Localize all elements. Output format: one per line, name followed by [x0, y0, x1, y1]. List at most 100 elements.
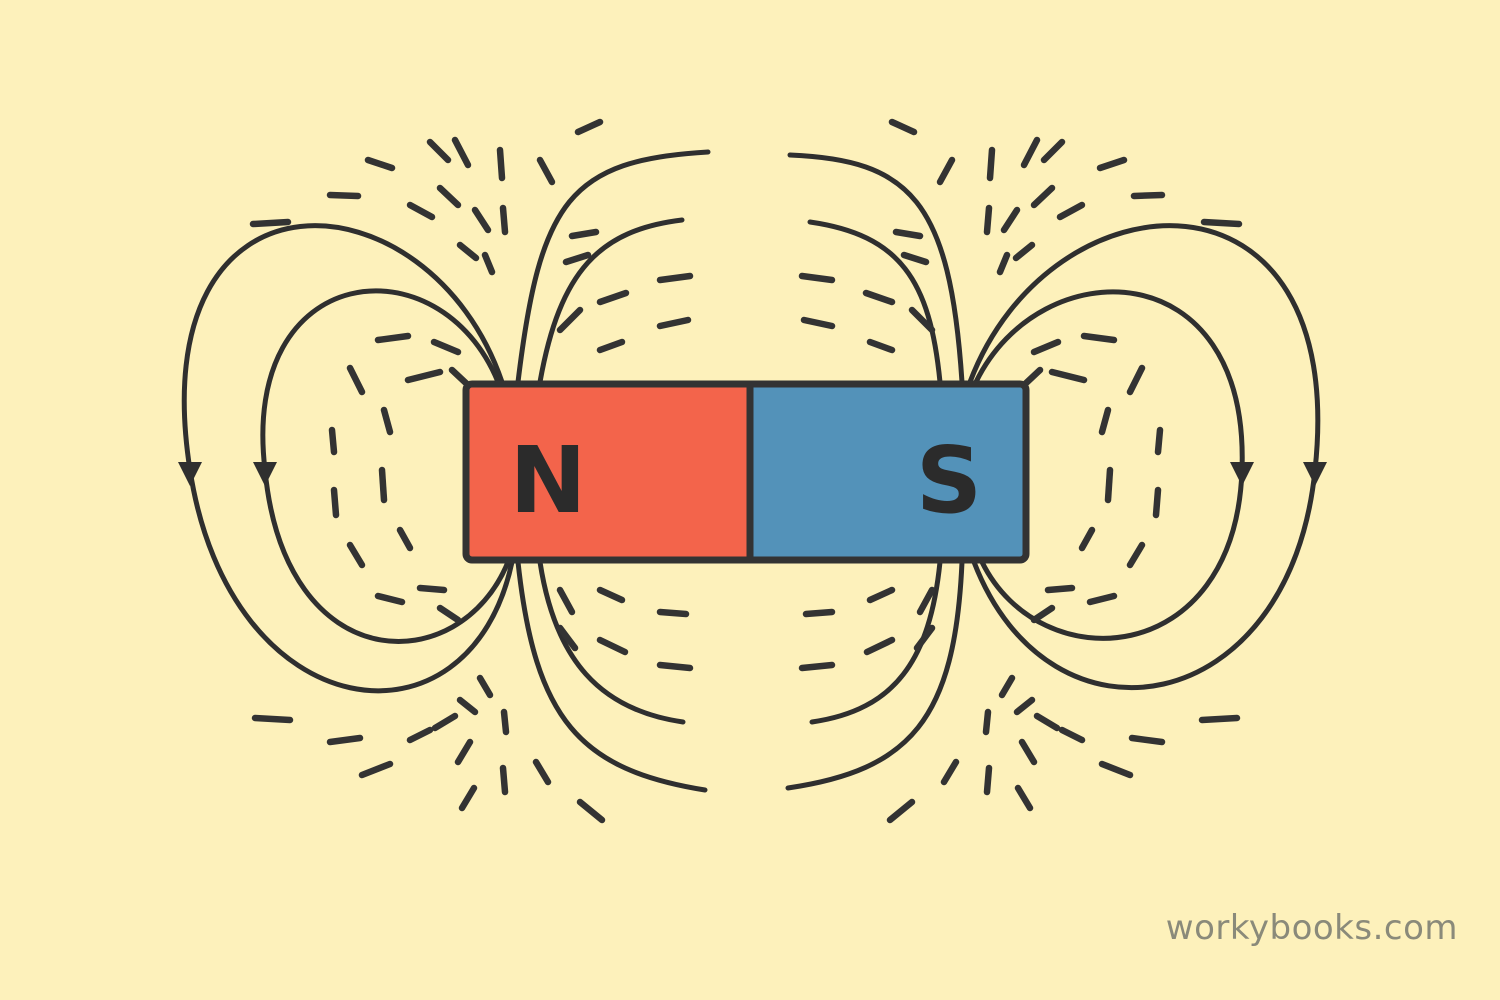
iron-filing — [406, 201, 436, 221]
field-line — [809, 559, 943, 725]
iron-filing — [1020, 366, 1044, 389]
north-pole — [466, 384, 750, 560]
iron-filing — [249, 218, 292, 228]
iron-filing — [326, 191, 362, 200]
iron-filing — [986, 146, 996, 182]
iron-filing — [1014, 784, 1034, 812]
field-line — [515, 149, 711, 385]
iron-filing — [596, 586, 626, 604]
iron-filing — [456, 241, 480, 262]
iron-filing — [596, 636, 629, 656]
iron-filing — [556, 306, 584, 334]
arrowhead-down — [1303, 462, 1327, 486]
iron-filing — [346, 364, 366, 396]
iron-filing — [404, 368, 444, 384]
iron-filing — [886, 798, 916, 824]
iron-filing — [863, 636, 896, 656]
iron-filing — [436, 184, 462, 209]
iron-filing — [916, 586, 936, 616]
iron-filing — [1198, 714, 1241, 724]
iron-filing — [1154, 426, 1164, 456]
iron-filing — [406, 726, 434, 744]
magnet-outline — [462, 380, 1030, 564]
iron-filing — [1012, 241, 1036, 262]
iron-filing — [396, 526, 414, 552]
iron-filing — [499, 764, 509, 796]
south-pole — [750, 384, 1026, 560]
field-line — [807, 219, 943, 385]
iron-filing — [1080, 332, 1118, 344]
iron-filing — [982, 708, 992, 736]
iron-filing — [996, 251, 1011, 276]
iron-filing — [431, 712, 459, 732]
iron-filing — [536, 156, 556, 186]
iron-filings — [249, 118, 1243, 824]
iron-filing — [1058, 726, 1086, 744]
iron-filing — [380, 406, 394, 436]
iron-filing — [1152, 486, 1162, 519]
iron-filing — [798, 661, 836, 672]
iron-filing — [1018, 738, 1038, 766]
iron-filing — [936, 156, 956, 186]
iron-filing — [656, 316, 692, 330]
iron-filing — [983, 204, 993, 236]
iron-filing — [251, 714, 294, 724]
iron-filing — [374, 332, 412, 344]
iron-filing — [1000, 206, 1021, 234]
iron-filing — [998, 674, 1016, 699]
iron-filing — [862, 289, 896, 306]
iron-filing — [532, 758, 552, 786]
iron-filing — [892, 228, 924, 240]
iron-filing — [500, 708, 510, 736]
bar-magnet: N S — [462, 380, 1030, 564]
iron-filing — [430, 338, 462, 356]
iron-filing — [1098, 760, 1134, 779]
north-pole-label: N — [510, 427, 587, 534]
arrowhead-down — [178, 462, 202, 486]
iron-filing — [1030, 184, 1056, 209]
direction-arrows — [178, 462, 1327, 486]
iron-filing — [1200, 218, 1243, 228]
iron-filing — [900, 251, 930, 266]
field-line — [787, 152, 965, 385]
iron-filing — [596, 338, 626, 354]
field-line — [537, 217, 685, 385]
iron-filing — [476, 674, 494, 699]
field-line — [967, 223, 1321, 690]
iron-filing — [983, 764, 993, 796]
iron-filing — [800, 316, 836, 330]
iron-filing — [456, 696, 479, 716]
iron-filing — [1130, 191, 1166, 200]
watermark: workybooks.com — [1165, 908, 1458, 948]
iron-filing — [913, 624, 936, 652]
iron-filing — [451, 136, 472, 169]
iron-filing — [436, 604, 462, 624]
iron-filing — [1044, 584, 1076, 594]
iron-filing — [454, 738, 474, 766]
iron-filing — [1128, 734, 1166, 746]
iron-filing — [1126, 541, 1146, 569]
iron-filing — [364, 156, 396, 172]
iron-filing — [416, 584, 448, 594]
iron-filing — [458, 784, 478, 812]
field-line — [515, 559, 708, 793]
iron-filing — [471, 206, 492, 234]
iron-filing — [378, 466, 388, 504]
iron-filing — [1013, 696, 1036, 716]
arrowhead-down — [253, 462, 277, 486]
iron-filing — [908, 306, 936, 334]
iron-filing — [1056, 201, 1086, 221]
field-line — [785, 559, 965, 791]
iron-filing — [499, 204, 509, 236]
arrowhead-down — [1230, 462, 1254, 486]
iron-filing — [866, 338, 896, 354]
iron-filing — [330, 486, 340, 519]
iron-filing — [1030, 604, 1056, 624]
iron-filing — [802, 608, 836, 618]
iron-filing — [328, 426, 338, 456]
field-line — [537, 559, 686, 725]
iron-filing — [426, 138, 452, 164]
iron-filing — [358, 760, 394, 779]
iron-filing — [1086, 592, 1118, 606]
